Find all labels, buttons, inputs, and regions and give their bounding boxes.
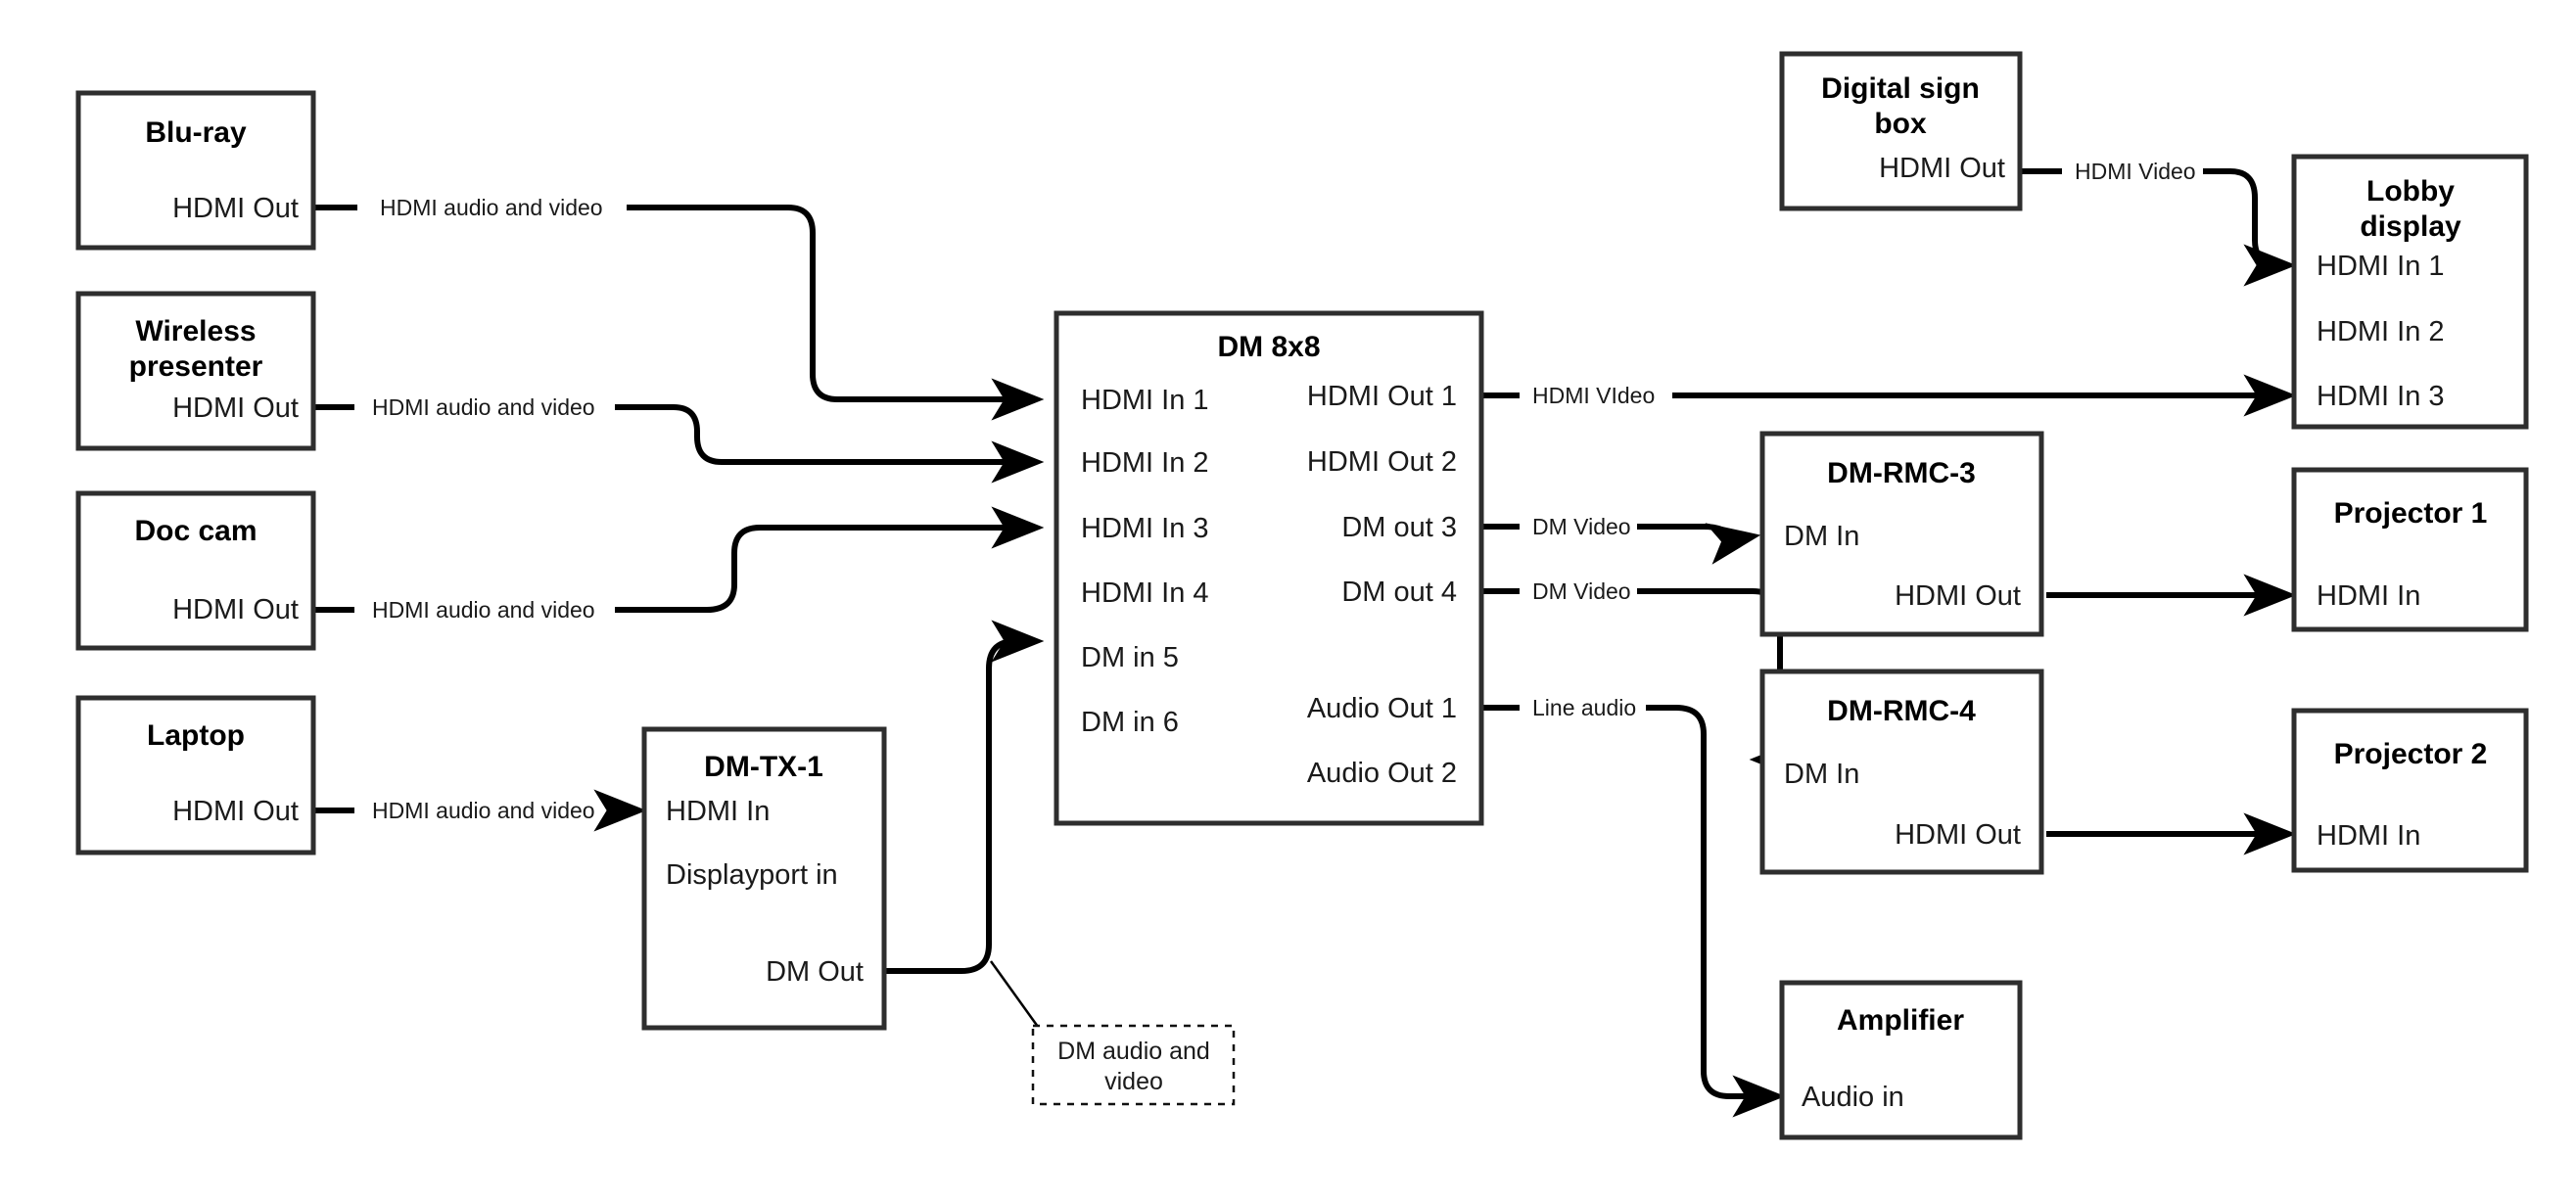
node-title-dm8x8: DM 8x8 [1217, 331, 1320, 363]
port-doccam-hdmi-out: HDMI Out [172, 594, 299, 625]
edge-label-e7: HDMI VIdeo [1532, 383, 1655, 408]
port-bluray-hdmi-out: HDMI Out [172, 193, 299, 224]
port-dm8x8-out-dm-3: DM out 3 [1341, 512, 1457, 543]
node-title-projector1: Projector 1 [2334, 497, 2488, 530]
edge-label-e3: HDMI audio and video [372, 597, 595, 623]
edge-dm8x8-to-dmrmc3: DM Video [1481, 514, 1761, 565]
edge-bluray-to-dm8x8: HDMI audio and video [313, 195, 1045, 421]
port-wireless-hdmi-out: HDMI Out [172, 393, 299, 424]
port-dm8x8-in-5: DM in 5 [1081, 642, 1179, 673]
port-dmrmc4-dm-in: DM In [1784, 759, 1859, 790]
port-lobby-hdmi-in-2: HDMI In 2 [2317, 316, 2445, 347]
node-amplifier[interactable]: Amplifier Audio in [1779, 980, 2023, 1140]
node-title-lobby-line1: Lobby [2366, 175, 2455, 208]
edge-digitalsign-to-lobby: HDMI Video [2020, 159, 2297, 287]
port-dm8x8-in-3: HDMI In 3 [1081, 513, 1209, 544]
port-dm8x8-out-dm-4: DM out 4 [1341, 577, 1457, 608]
callout-line1: DM audio and [1057, 1038, 1210, 1065]
callout-dm-audio-and-video: DM audio and video [1031, 1024, 1236, 1106]
port-dmtx1-dm-out: DM Out [766, 956, 864, 988]
port-amplifier-audio-in: Audio in [1802, 1082, 1904, 1113]
node-title-lobby-line2: display [2360, 210, 2461, 243]
edge-label-e6: HDMI Video [2075, 159, 2196, 184]
node-title-dmrmc3: DM-RMC-3 [1827, 457, 1976, 489]
port-lobby-hdmi-in-3: HDMI In 3 [2317, 381, 2445, 412]
node-digital-sign-box[interactable]: Digital sign box HDMI Out [1779, 51, 2023, 211]
port-dm8x8-out-hdmi-1: HDMI Out 1 [1307, 381, 1457, 412]
port-laptop-hdmi-out: HDMI Out [172, 796, 299, 827]
port-dmtx1-displayport-in: Displayport in [666, 859, 838, 891]
node-laptop[interactable]: Laptop HDMI Out [75, 695, 316, 855]
node-dm-8x8[interactable]: DM 8x8 HDMI In 1 HDMI In 2 HDMI In 3 HDM… [1054, 310, 1484, 826]
node-title-bluray: Blu-ray [145, 116, 247, 149]
node-title-dmrmc4: DM-RMC-4 [1827, 695, 1976, 727]
port-projector1-hdmi-in: HDMI In [2317, 580, 2420, 612]
edge-dm8x8-to-lobby: HDMI VIdeo [1481, 374, 2297, 417]
node-dm-rmc-3[interactable]: DM-RMC-3 DM In HDMI Out [1759, 431, 2044, 637]
edge-doccam-to-dm8x8: HDMI audio and video [313, 506, 1045, 623]
node-title-wireless-line2: presenter [129, 350, 263, 383]
node-dm-tx-1[interactable]: DM-TX-1 HDMI In Displayport in DM Out [641, 726, 887, 1031]
port-lobby-hdmi-in-1: HDMI In 1 [2317, 251, 2445, 282]
node-doc-cam[interactable]: Doc cam HDMI Out [75, 490, 316, 651]
port-dm8x8-out-hdmi-2: HDMI Out 2 [1307, 446, 1457, 478]
port-dm8x8-in-2: HDMI In 2 [1081, 447, 1209, 479]
port-dm8x8-in-6: DM in 6 [1081, 707, 1179, 738]
port-dmtx1-hdmi-in: HDMI In [666, 796, 770, 827]
port-digitalsign-hdmi-out: HDMI Out [1879, 153, 2005, 184]
edge-label-e2: HDMI audio and video [372, 394, 595, 420]
node-title-digitalsign-line2: box [1874, 108, 1927, 140]
node-title-dmtx1: DM-TX-1 [704, 751, 823, 783]
node-lobby-display[interactable]: Lobby display HDMI In 1 HDMI In 2 HDMI I… [2291, 154, 2529, 430]
edge-label-e10: Line audio [1532, 695, 1636, 720]
edge-laptop-to-dmtx1: HDMI audio and video [313, 789, 647, 832]
port-dm8x8-in-4: HDMI In 4 [1081, 577, 1209, 609]
node-wireless-presenter[interactable]: Wireless presenter HDMI Out [75, 291, 316, 451]
edge-label-e4: HDMI audio and video [372, 798, 595, 823]
edge-dm8x8-to-amplifier: Line audio [1481, 695, 1786, 1118]
port-dmrmc4-hdmi-out: HDMI Out [1895, 819, 2021, 851]
port-projector2-hdmi-in: HDMI In [2317, 820, 2420, 852]
node-bluray[interactable]: Blu-ray HDMI Out [75, 90, 316, 251]
edge-dmtx1-to-dm8x8 [884, 620, 1048, 1039]
edge-label-e1: HDMI audio and video [380, 195, 603, 220]
node-title-wireless-line1: Wireless [135, 315, 256, 347]
node-projector-2[interactable]: Projector 2 HDMI In [2291, 708, 2529, 873]
node-title-digitalsign-line1: Digital sign [1821, 72, 1980, 105]
port-dm8x8-out-audio-1: Audio Out 1 [1307, 693, 1457, 724]
node-projector-1[interactable]: Projector 1 HDMI In [2291, 467, 2529, 632]
edge-label-e8: DM Video [1532, 514, 1631, 539]
node-title-amplifier: Amplifier [1837, 1004, 1964, 1037]
port-dm8x8-out-audio-2: Audio Out 2 [1307, 758, 1457, 789]
edge-label-e9: DM Video [1532, 578, 1631, 604]
edge-dm8x8-to-dmrmc4: DM Video [1481, 578, 1807, 781]
port-dm8x8-in-1: HDMI In 1 [1081, 385, 1209, 416]
callout-line2: video [1104, 1068, 1163, 1095]
node-title-laptop: Laptop [147, 719, 245, 752]
node-title-doccam: Doc cam [134, 515, 257, 547]
node-dm-rmc-4[interactable]: DM-RMC-4 DM In HDMI Out [1759, 669, 2044, 875]
edge-wireless-to-dm8x8: HDMI audio and video [313, 394, 1045, 484]
port-dmrmc3-dm-in: DM In [1784, 521, 1859, 552]
port-dmrmc3-hdmi-out: HDMI Out [1895, 580, 2021, 612]
node-title-projector2: Projector 2 [2334, 738, 2488, 770]
